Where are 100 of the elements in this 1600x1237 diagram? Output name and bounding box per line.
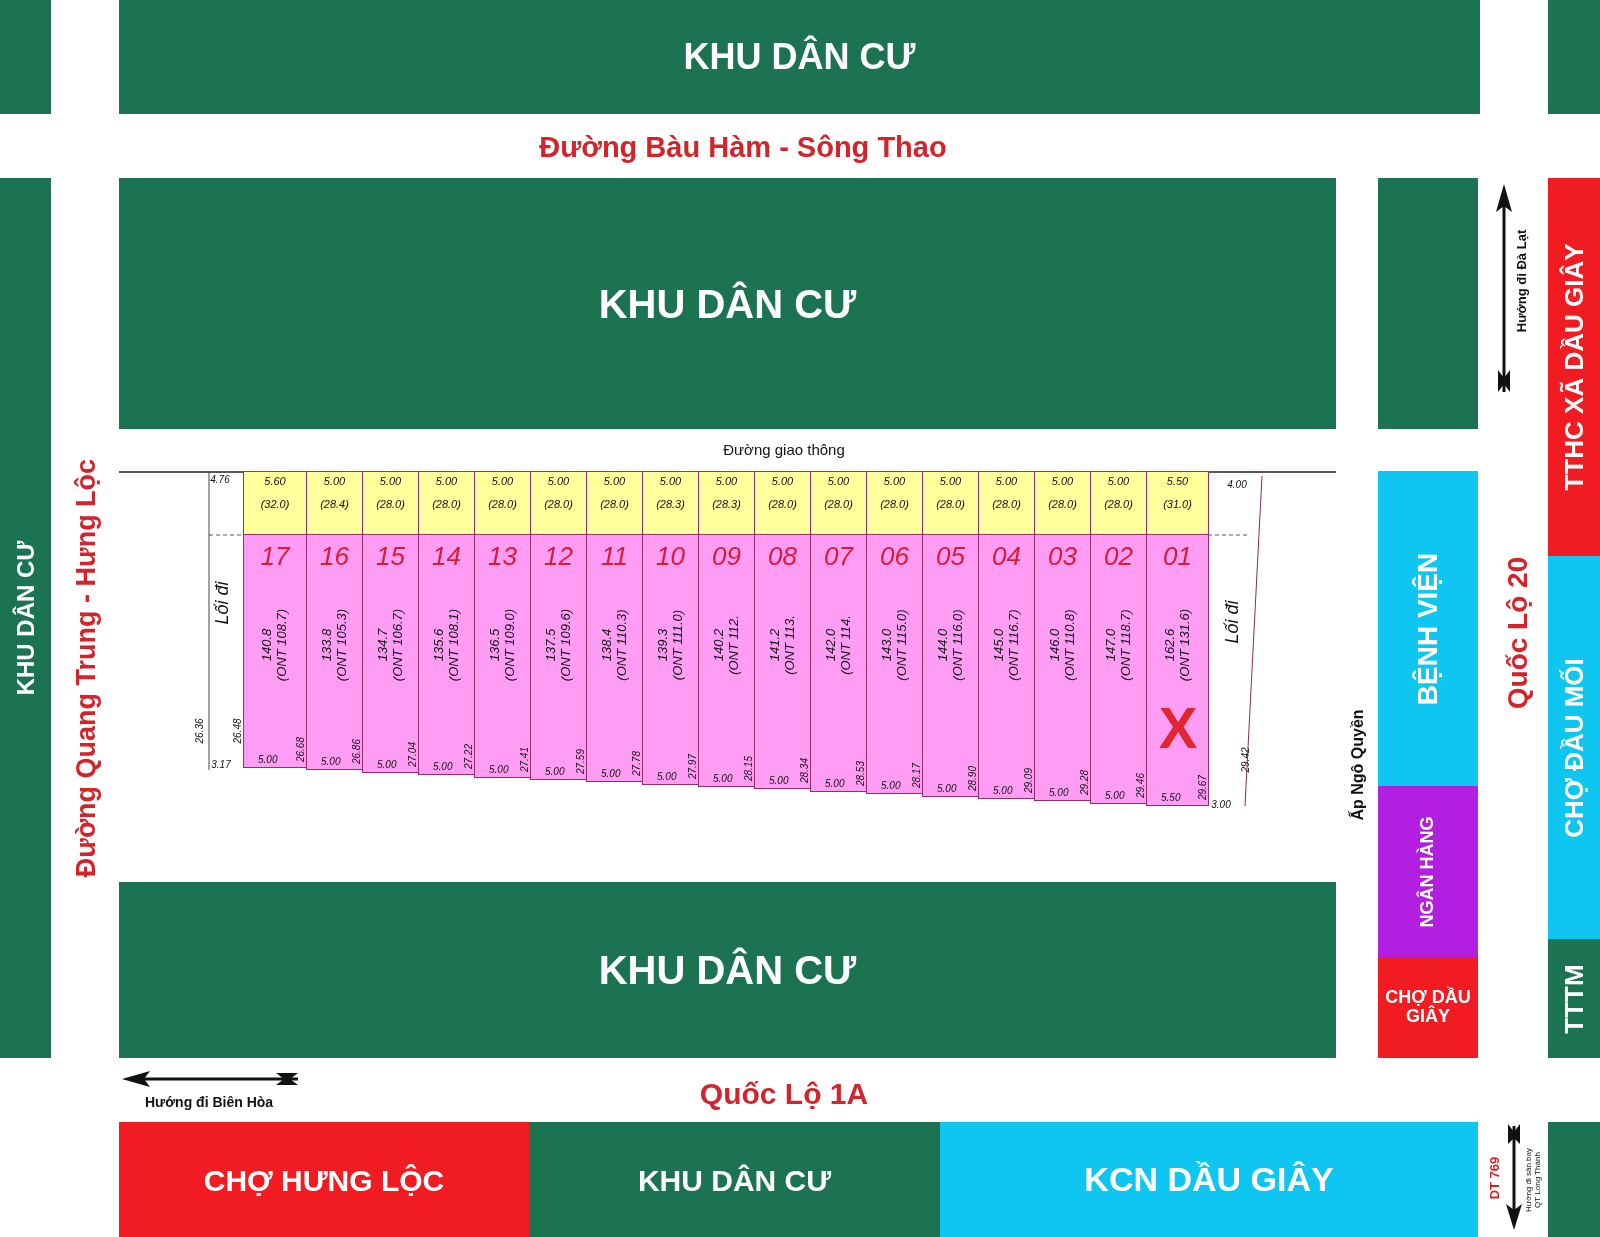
area-label: KHU DÂN CƯ	[637, 1163, 832, 1196]
area-label: (ONT 114.	[838, 615, 854, 675]
area-label: TTTM	[1559, 963, 1589, 1034]
lot-number: 01	[1163, 541, 1192, 572]
area-label: 146.0	[1047, 628, 1063, 662]
dimension-label: (28.0)	[488, 498, 517, 510]
area-label: KHU DÂN CƯ	[12, 540, 39, 696]
lot-number: 08	[768, 541, 797, 572]
land-block	[940, 1122, 1478, 1237]
land-block	[1378, 786, 1478, 957]
dimension-label: (28.0)	[544, 498, 573, 510]
area-label: CHỢ ĐẦU MỐI	[1559, 657, 1589, 838]
dimension-label: 5.00	[995, 475, 1018, 487]
area-label: KCN DẦU GIÂY	[1084, 1160, 1334, 1199]
dimension-label: 27.97	[687, 753, 698, 779]
dimension-label: 26.68	[295, 737, 306, 763]
dimension-label: (31.0)	[1163, 498, 1192, 510]
area-label: 137.5	[543, 628, 559, 662]
dimension-label: 5.00	[435, 475, 458, 487]
land-lot	[586, 534, 642, 783]
land-block	[119, 0, 1480, 114]
setback-strip	[866, 472, 922, 534]
lot-number: 17	[260, 541, 290, 572]
dimension-label: 5.00	[715, 475, 738, 487]
land-lot	[243, 534, 306, 768]
dimension-label: 5.00	[491, 475, 514, 487]
dimension-label: (28.0)	[824, 498, 853, 510]
dimension-label: 5.00	[825, 777, 845, 789]
setback-strip	[418, 472, 474, 534]
dimension-label: 5.00	[321, 756, 341, 768]
dimension-label: (28.0)	[432, 498, 461, 510]
map-label: 3.17	[211, 758, 231, 770]
area-label: (ONT 115.0)	[894, 609, 910, 681]
dimension-label: 28.17	[911, 763, 922, 789]
setback-strip	[642, 472, 698, 534]
land-block	[1548, 1122, 1600, 1237]
dimension-label: 5.00	[489, 763, 509, 775]
map-label: Quốc Lộ 20	[1502, 556, 1534, 710]
area-label: CHỢ HƯNG LỘC	[203, 1163, 445, 1196]
dimension-label: 27.78	[631, 751, 642, 777]
dimension-label: 5.00	[771, 475, 794, 487]
land-lot	[306, 534, 362, 771]
land-lot	[362, 534, 418, 773]
dimension-label: 28.53	[855, 760, 866, 786]
dimension-label: 29.46	[1135, 772, 1146, 798]
lot-number: 09	[712, 541, 741, 572]
dimension-label: 5.00	[1107, 475, 1130, 487]
setback-strip	[978, 472, 1034, 534]
land-block	[0, 178, 51, 1058]
area-label: 140.8	[260, 628, 275, 662]
land-block	[0, 0, 51, 114]
map-label: Đường Bàu Hàm - Sông Thao	[539, 132, 947, 164]
lot-number: 07	[824, 541, 853, 572]
setback-strip	[306, 472, 362, 534]
land-block	[1378, 957, 1478, 1058]
dimension-label: 5.00	[881, 780, 901, 792]
dimension-label: (28.0)	[376, 498, 405, 510]
area-label: (ONT 131.6)	[1177, 608, 1193, 682]
lot-number: 13	[488, 541, 517, 572]
area-label: (ONT 108.1)	[446, 608, 462, 682]
dimension-label: 5.00	[258, 754, 278, 765]
dimension-label: (28.0)	[768, 498, 797, 510]
land-lot	[978, 534, 1034, 799]
map-label: 26.36	[193, 718, 205, 744]
setback-strip	[1090, 472, 1146, 534]
area-label: BỆNH VIỆN	[1412, 552, 1444, 705]
dimension-label: (28.0)	[1048, 498, 1077, 510]
land-lot	[530, 534, 586, 780]
setback-strip	[530, 472, 586, 534]
area-label: TTHC XÃ DẦU GIÂY	[1559, 243, 1589, 491]
setback-strip	[698, 472, 754, 534]
land-block	[1548, 939, 1600, 1058]
land-lot	[418, 534, 474, 776]
lot-number: 06	[880, 541, 909, 572]
dimension-label: 5.50	[1161, 792, 1181, 803]
land-lot	[698, 534, 754, 787]
dimension-label: 29.28	[1079, 770, 1090, 796]
lot-number: 02	[1104, 541, 1133, 572]
map-label: Hướng đi Biên Hòa	[144, 1095, 274, 1111]
area-label: (ONT 111.0)	[670, 609, 686, 681]
land-block	[119, 178, 1336, 429]
dimension-label: 5.00	[379, 475, 402, 487]
area-label: 144.0	[935, 628, 951, 662]
dimension-label: 5.00	[659, 475, 682, 487]
map-label: Lối đi	[213, 581, 233, 625]
dimension-label: 27.22	[463, 744, 474, 770]
lot-number: 15	[376, 541, 405, 572]
dimension-label: 5.00	[547, 475, 570, 487]
dimension-label: 26.86	[351, 739, 362, 765]
land-block	[1378, 178, 1478, 429]
dimension-label: 5.00	[1105, 789, 1125, 801]
dimension-label: (28.0)	[992, 498, 1021, 510]
map-label: Lối đi	[1223, 600, 1243, 644]
dimension-label: 28.90	[967, 765, 978, 791]
land-lot	[754, 534, 810, 790]
dimension-label: (28.0)	[936, 498, 965, 510]
dimension-label: 5.00	[657, 770, 677, 782]
dimension-label: (28.0)	[880, 498, 909, 510]
lot-number: 14	[432, 541, 461, 572]
area-label: 136.5	[487, 628, 503, 662]
